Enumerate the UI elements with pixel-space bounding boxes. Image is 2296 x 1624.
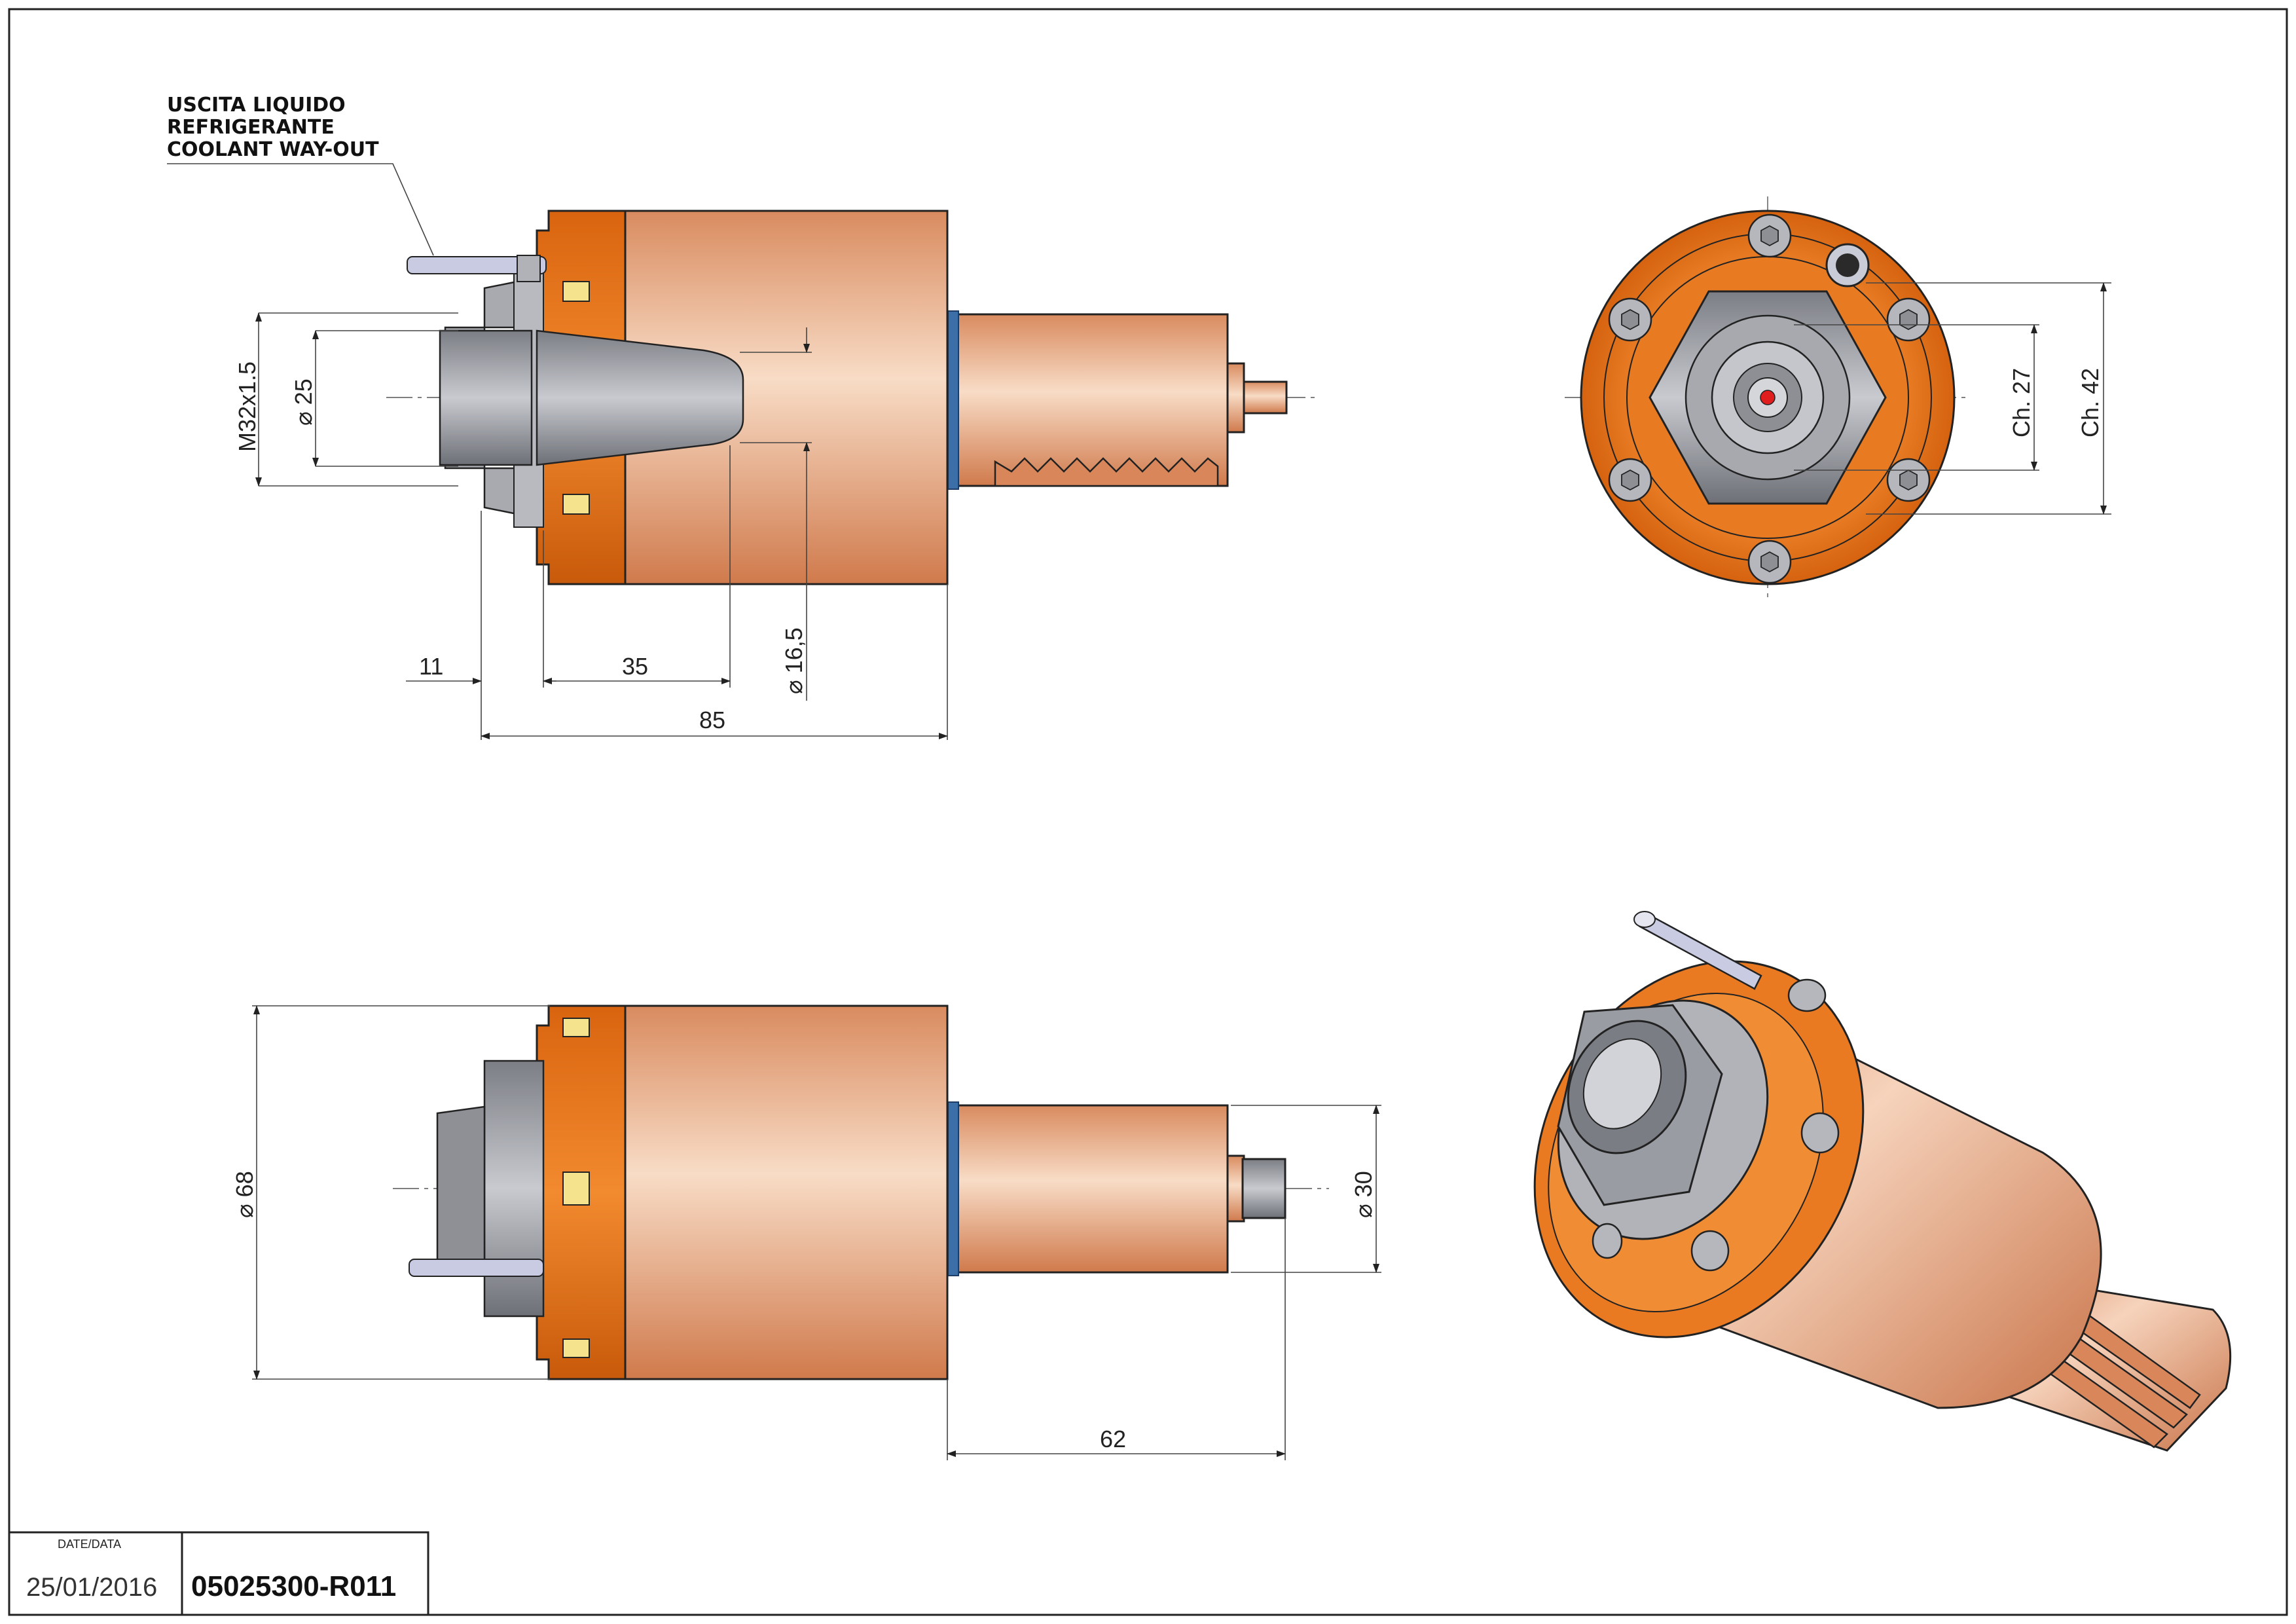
drive-hex-bottom [1241,1158,1286,1219]
shank-blue-ring-bottom [947,1101,959,1276]
front-view: Ch. 27 Ch. 42 [1565,196,2111,602]
drawing-code: 05025300-R011 [191,1570,396,1602]
side-section-view [386,210,1316,585]
dim-thread: M32x1.5 [234,361,261,452]
dim-bore-diameter: ⌀ 25 [290,378,317,426]
dim-length-35: 35 [622,653,648,680]
dim-offset-11: 11 [419,653,443,680]
dim-length-85: 85 [699,707,725,733]
shank-rack [994,457,1219,487]
coolant-leader [167,163,434,256]
collet-cone [536,329,744,466]
dim-inner-diameter: ⌀ 16,5 [780,627,807,694]
date-label: DATE/DATA [58,1538,121,1551]
main-body-bottom [624,1005,949,1380]
pipe-holder [517,255,541,282]
dim-shank-length: 62 [1100,1426,1126,1452]
drive-tang-bottom [1226,1154,1245,1223]
coolant-pipe [407,256,547,274]
dim-body-diameter: ⌀ 68 [231,1171,258,1218]
hex-nut-bottom [436,1105,486,1268]
dim-shank-diameter: ⌀ 30 [1350,1171,1377,1218]
bottom-dimensions: ⌀ 68 ⌀ 30 62 [231,1005,1381,1460]
title-block: DATE/DATA 25/01/2016 05025300-R011 [8,1531,429,1616]
coolant-note-line1: USCITA LIQUIDO [167,94,346,117]
dim-flats-27: Ch. 27 [2008,368,2035,437]
flange-slot [562,281,590,302]
shank-bottom [951,1104,1229,1274]
flange-slot [562,494,590,515]
nut-ring-bottom [483,1060,545,1318]
inner-bore [439,329,533,466]
top-dimensions: M32x1.5 ⌀ 25 ⌀ 16,5 11 35 85 [234,312,948,740]
drawing-frame [8,8,2288,1616]
shank [951,313,1229,487]
drive-pin [1226,362,1245,434]
side-view [393,1005,1329,1380]
shank-blue-ring [947,310,959,490]
drive-tang [1243,380,1288,415]
date-value: 25/01/2016 [26,1573,157,1602]
coolant-note-line3: COOLANT WAY-OUT [167,138,379,161]
coolant-pipe-bottom [409,1259,544,1277]
isometric-view [1533,911,2232,1452]
dim-flats-42: Ch. 42 [2077,368,2104,437]
coolant-note-line2: REFRIGERANTE [167,116,335,139]
front-center-dot [1760,390,1776,405]
